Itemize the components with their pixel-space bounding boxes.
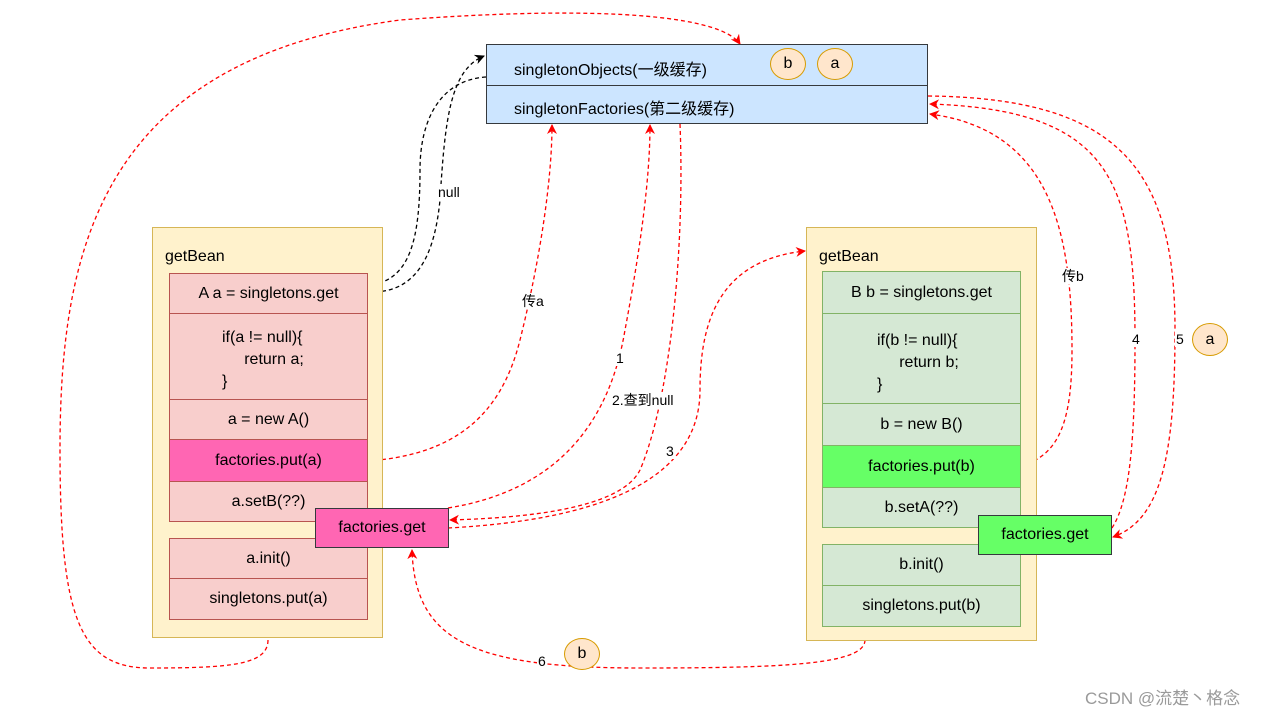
a-null-check-code: if(a != null){ return a; } <box>222 329 304 390</box>
pass-b-arrow <box>929 110 1073 467</box>
a-new-instance: a = new A() <box>169 399 368 440</box>
edge-label-null: null <box>437 184 461 200</box>
edge-label-step4: 4 <box>1131 331 1141 347</box>
null-query-arrow <box>369 76 487 289</box>
singleton-objects-row: singletonObjects(一级缓存) <box>486 44 928 86</box>
pass-a-arrow <box>367 124 557 462</box>
step4-arrow <box>929 99 1136 529</box>
step6-badge-b: b <box>564 638 600 670</box>
b-factories-put: factories.put(b) <box>822 445 1021 488</box>
cache-badge-b: b <box>770 48 806 80</box>
cache-badge-a: a <box>817 48 853 80</box>
a-singletons-put: singletons.put(a) <box>169 578 368 620</box>
get-bean-b-title: getBean <box>819 248 879 265</box>
step6-arrow <box>407 549 866 669</box>
b-factories-get: factories.get <box>978 515 1112 555</box>
edge-label-step5: 5 <box>1175 331 1185 347</box>
b-null-check-code: if(b != null){ return b; } <box>877 332 959 393</box>
a-singletons-put-arrow <box>59 12 741 669</box>
singleton-factories-row: singletonFactories(第二级缓存) <box>486 85 928 124</box>
edge-label-pass-b: 传b <box>1061 268 1085 284</box>
step3-arrow <box>447 246 806 529</box>
edge-label-step3: 3 <box>665 443 675 459</box>
step5-arrow <box>927 95 1176 539</box>
get-bean-a-title: getBean <box>165 248 225 265</box>
b-new-instance: b = new B() <box>822 403 1021 446</box>
edge-label-step1: 1 <box>615 350 625 366</box>
step5-badge-a: a <box>1192 323 1228 356</box>
step1-arrow <box>447 124 655 509</box>
a-singletons-get: A a = singletons.get <box>169 273 368 314</box>
null-return-arrow <box>374 54 485 293</box>
singleton-objects-label: singletonObjects(一级缓存) <box>514 62 707 79</box>
edge-label-pass-a: 传a <box>521 293 545 309</box>
singleton-factories-label: singletonFactories(第二级缓存) <box>514 101 735 118</box>
step2-arrow <box>449 123 682 525</box>
a-factories-get: factories.get <box>315 508 449 548</box>
a-null-check: if(a != null){ return a; } <box>169 313 368 400</box>
b-singletons-get: B b = singletons.get <box>822 271 1021 314</box>
watermark: CSDN @流楚丶格念 <box>1085 689 1241 708</box>
edge-label-step6: 6 <box>537 653 547 669</box>
b-singletons-put: singletons.put(b) <box>822 585 1021 627</box>
edge-label-step2: 2.查到null <box>611 392 675 408</box>
b-null-check: if(b != null){ return b; } <box>822 313 1021 404</box>
a-factories-put: factories.put(a) <box>169 439 368 482</box>
